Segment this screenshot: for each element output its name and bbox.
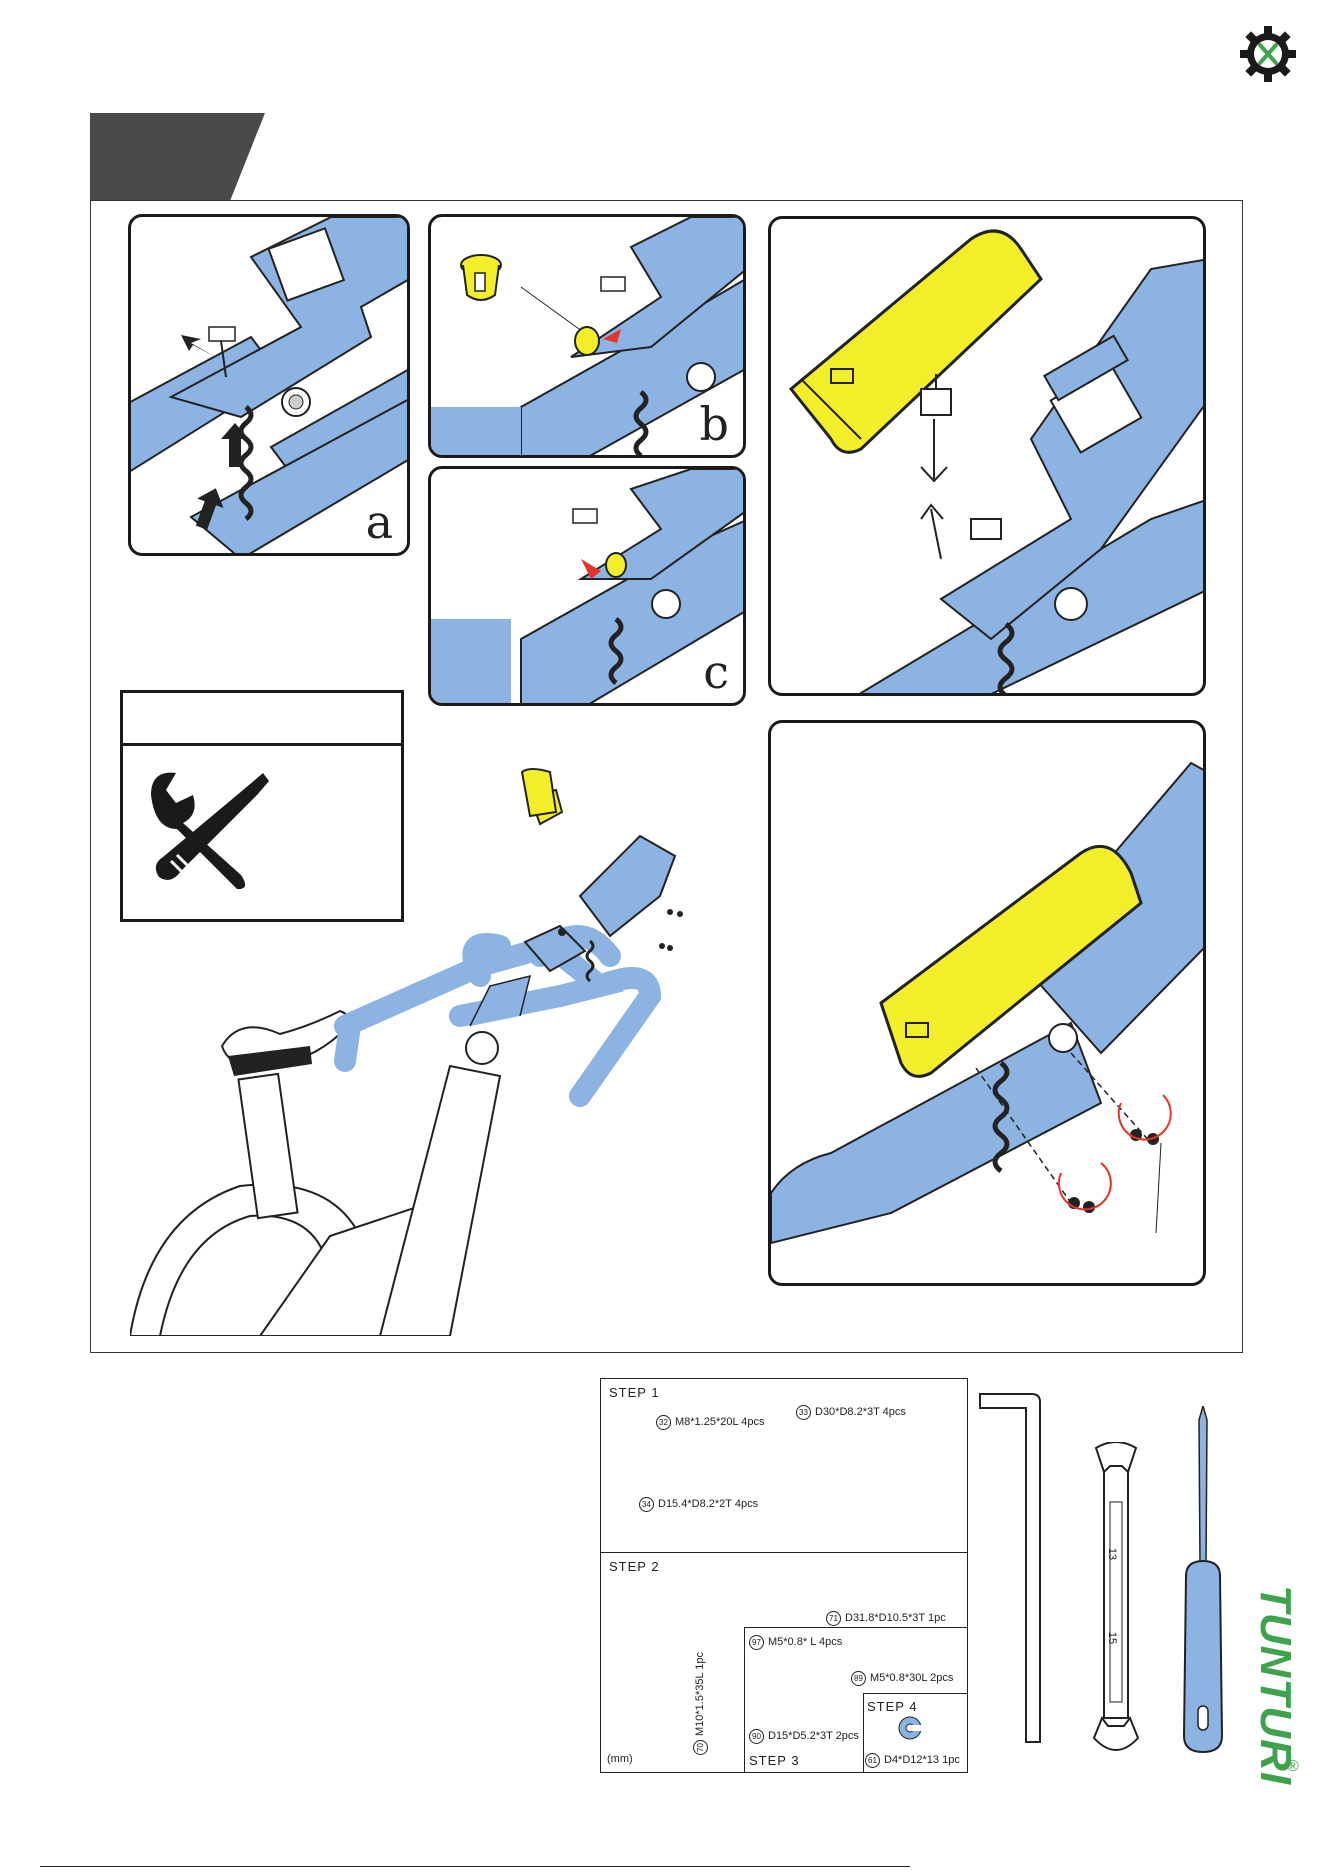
panel-a: a <box>128 214 410 556</box>
panel-letter: c <box>703 645 729 699</box>
wrench-size-13: 13 <box>1106 1548 1118 1560</box>
panel-letter: a <box>366 495 393 549</box>
allen-key-icon <box>976 1390 1046 1750</box>
step2-label: STEP 2 <box>609 1559 660 1574</box>
wrench-icon <box>1086 1442 1146 1754</box>
bike-overview-illustration <box>130 716 690 1336</box>
bottom-rule <box>40 1866 910 1867</box>
brand-registered-mark: ® <box>1287 1758 1299 1776</box>
wrench-size-15: 15 <box>1106 1632 1118 1644</box>
panel-console-connect <box>768 216 1206 696</box>
part-70: 70M10*1.5*35L 1pc <box>693 1652 708 1755</box>
clip-icon <box>897 1715 923 1741</box>
step1-label: STEP 1 <box>609 1385 660 1400</box>
unit-label: (mm) <box>607 1753 633 1765</box>
panel-c: c <box>428 466 746 706</box>
step-header-tab <box>90 113 265 201</box>
gear-tools-icon <box>1238 24 1298 84</box>
panel-console-mount <box>768 720 1206 1286</box>
brand-logo: TUNTURI <box>1250 1585 1300 1785</box>
panel-letter: b <box>700 397 729 451</box>
step4-label: STEP 4 <box>867 1699 918 1714</box>
step3-label: STEP 3 <box>749 1753 800 1768</box>
panel-b: b <box>428 214 746 458</box>
screwdriver-icon <box>1172 1406 1234 1756</box>
